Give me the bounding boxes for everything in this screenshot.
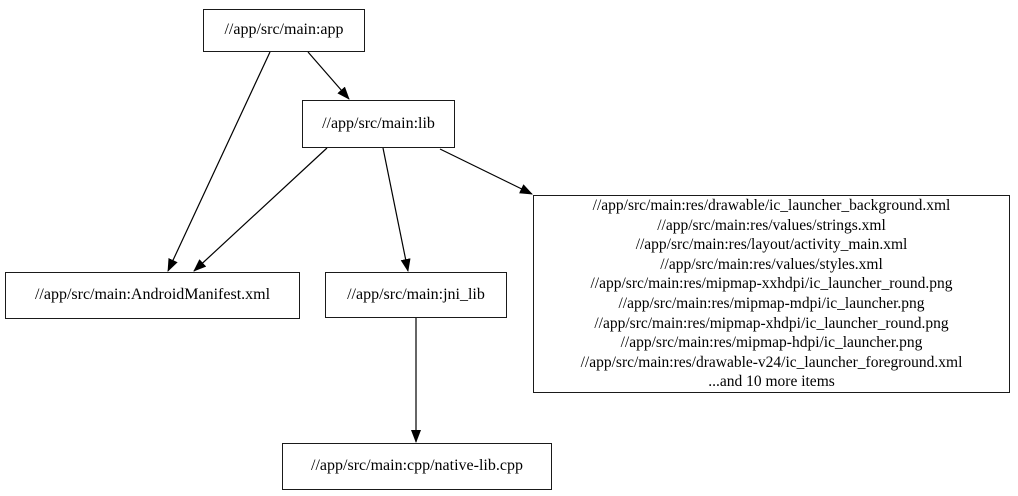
res-item: //app/src/main:res/values/strings.xml	[657, 216, 886, 234]
edge-lib-to-jni-lib	[382, 147, 411, 272]
edge-lib-to-android-manifest	[193, 147, 328, 272]
res-more-items-label: ...and 10 more items	[708, 373, 835, 391]
res-item: //app/src/main:res/values/styles.xml	[660, 255, 883, 273]
res-item: //app/src/main:res/mipmap-hdpi/ic_launch…	[620, 334, 923, 352]
res-item: //app/src/main:res/drawable-v24/ic_launc…	[580, 353, 963, 371]
res-group-lines: //app/src/main:res/drawable/ic_launcher_…	[534, 196, 1009, 392]
node-app: //app/src/main:app	[203, 9, 365, 52]
edge-app-to-lib	[307, 51, 350, 100]
edge-app-to-android-manifest	[167, 51, 271, 272]
node-native-lib-label: //app/src/main:cpp/native-lib.cpp	[311, 457, 523, 475]
edge-lib-to-res-group	[439, 148, 533, 195]
node-app-label: //app/src/main:app	[224, 21, 344, 39]
node-lib: //app/src/main:lib	[302, 100, 455, 148]
res-item: //app/src/main:res/mipmap-xxhdpi/ic_laun…	[590, 275, 953, 293]
node-jni-lib: //app/src/main:jni_lib	[325, 272, 507, 318]
res-item: //app/src/main:res/drawable/ic_launcher_…	[592, 197, 951, 215]
node-res-group: //app/src/main:res/drawable/ic_launcher_…	[533, 195, 1010, 393]
res-item: //app/src/main:res/mipmap-mdpi/ic_launch…	[618, 295, 925, 312]
node-jni-lib-label: //app/src/main:jni_lib	[347, 285, 485, 303]
res-item: //app/src/main:res/layout/activity_main.…	[635, 236, 908, 254]
node-android-manifest-label: //app/src/main:AndroidManifest.xml	[34, 286, 271, 304]
res-item: //app/src/main:res/mipmap-xhdpi/ic_launc…	[594, 314, 949, 332]
node-native-lib: //app/src/main:cpp/native-lib.cpp	[282, 443, 552, 490]
node-lib-label: //app/src/main:lib	[322, 114, 435, 132]
node-android-manifest: //app/src/main:AndroidManifest.xml	[5, 272, 300, 319]
